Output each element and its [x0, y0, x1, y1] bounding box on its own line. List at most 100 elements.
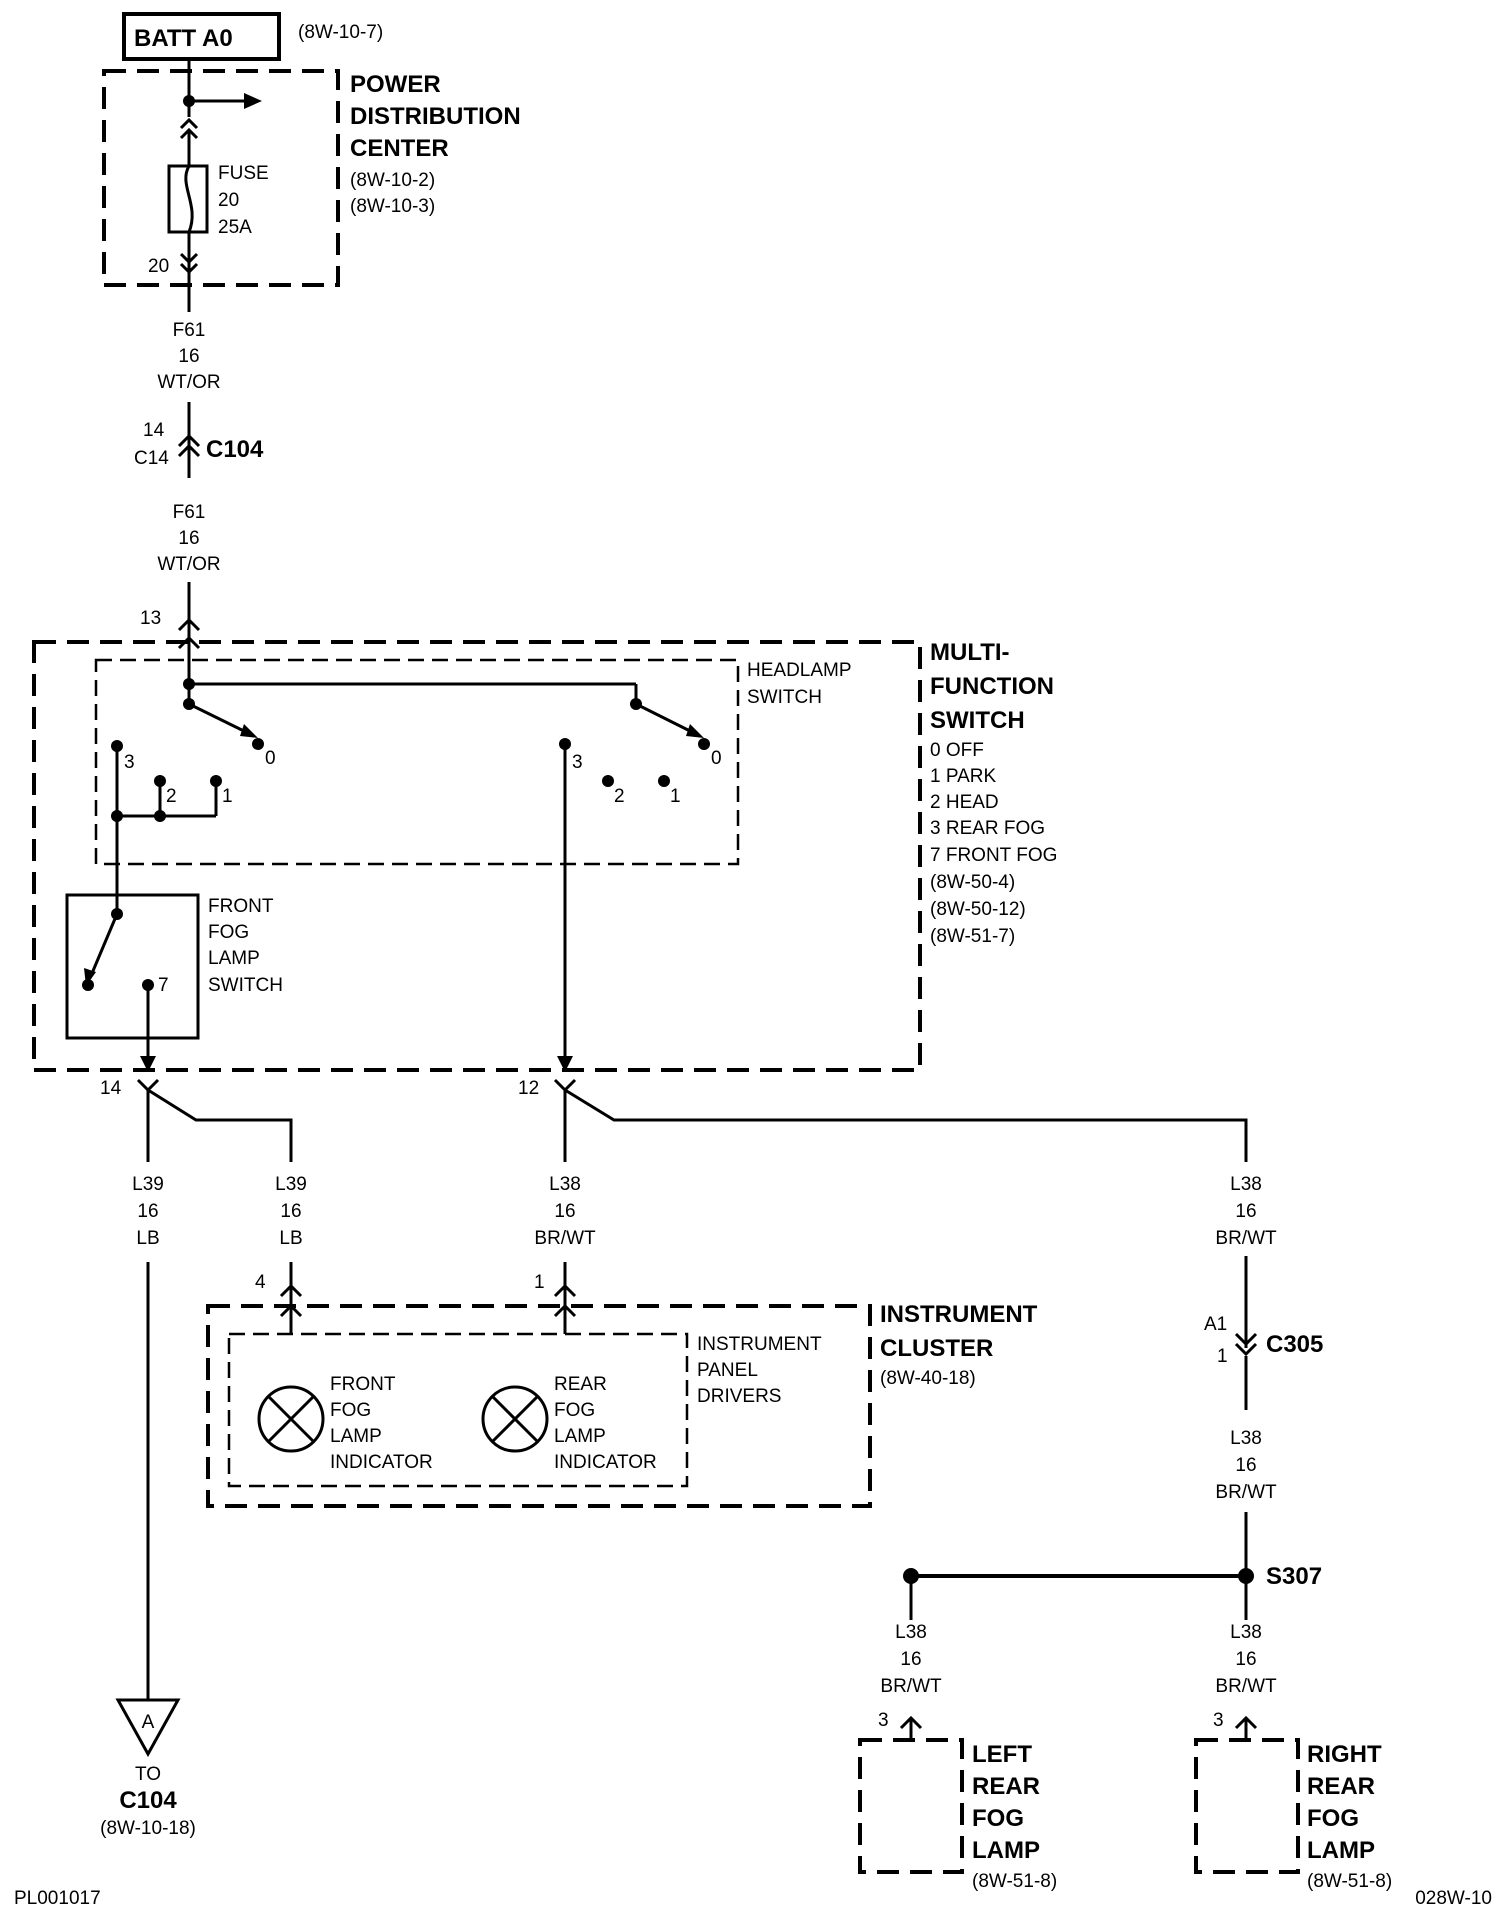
- drivers-label-3: DRIVERS: [697, 1386, 781, 1407]
- hl-pos-0-right: 0: [711, 748, 722, 769]
- right-lamp-box: [1194, 1738, 1300, 1874]
- mfs-box: [32, 640, 922, 1072]
- ffs-label-2: FOG: [208, 922, 249, 943]
- hl-pos-2-left: 2: [166, 786, 177, 807]
- hl-pos-3-left: 3: [124, 752, 135, 773]
- right-lamp-pin: 3: [1213, 1710, 1224, 1731]
- mfs-legend-3: 3 REAR FOG: [930, 818, 1045, 839]
- drivers-label-1: INSTRUMENT: [697, 1334, 822, 1355]
- left-lamp-title-2: REAR: [972, 1773, 1040, 1800]
- wire-f61-lower-label: F61 16 WT/OR: [157, 502, 220, 575]
- mfs-legend-1: 1 PARK: [930, 766, 997, 787]
- fuse-symbol: [167, 164, 209, 234]
- front-fog-switch-contacts: [82, 908, 156, 1072]
- left-lamp-ref: (8W-51-8): [972, 1871, 1057, 1892]
- headlamp-switch-label-2: SWITCH: [747, 687, 822, 708]
- mfs-legend-4: 7 FRONT FOG: [930, 845, 1057, 866]
- batt-box: [122, 12, 281, 61]
- svg-text:16: 16: [1235, 1649, 1256, 1670]
- rear-indicator-1: REAR: [554, 1374, 607, 1395]
- wire-l39-a-label: L39 16 LB: [132, 1174, 164, 1249]
- c305-name: C305: [1266, 1331, 1323, 1358]
- front-indicator-1: FRONT: [330, 1374, 396, 1395]
- pdc-ref-1: (8W-10-2): [350, 170, 435, 191]
- svg-text:16: 16: [1235, 1201, 1256, 1222]
- wire-l38-right-label: L38 16 BR/WT: [1215, 1622, 1277, 1697]
- mfs-legend-0: 0 OFF: [930, 740, 984, 761]
- rear-fog-indicator-lamp: [481, 1385, 549, 1453]
- front-indicator-3: LAMP: [330, 1426, 382, 1447]
- c104-connector: [177, 433, 201, 458]
- svg-text:LB: LB: [279, 1228, 302, 1249]
- fuse-number: 20: [218, 190, 239, 211]
- mfs-legend-6: (8W-50-12): [930, 899, 1026, 920]
- cluster-pin-right: 1: [534, 1272, 545, 1293]
- cluster-title-2: CLUSTER: [880, 1335, 993, 1362]
- svg-text:LB: LB: [136, 1228, 159, 1249]
- pdc-pin: 20: [148, 256, 169, 277]
- c305-pin-top: A1: [1204, 1314, 1227, 1335]
- offpage-triangle: [115, 1698, 181, 1758]
- ffs-label-1: FRONT: [208, 896, 274, 917]
- offpage-connector: C104: [119, 1787, 177, 1814]
- wire-f61-upper-label: F61 16 WT/OR: [157, 320, 220, 393]
- mfs-in-connector: [177, 617, 201, 632]
- svg-text:L38: L38: [1230, 1622, 1262, 1643]
- c104-name: C104: [206, 436, 264, 463]
- left-lamp-title-1: LEFT: [972, 1741, 1032, 1768]
- svg-text:16: 16: [1235, 1455, 1256, 1476]
- lower-wiring: [146, 1256, 1248, 1700]
- svg-text:16: 16: [280, 1201, 301, 1222]
- hl-pos-1-left: 1: [222, 786, 233, 807]
- left-lamp-connector: [899, 1715, 923, 1740]
- mfs-pin-out-right: 12: [518, 1078, 539, 1099]
- pdc-ref-2: (8W-10-3): [350, 196, 435, 217]
- offpage-letter: A: [142, 1712, 155, 1733]
- hl-pos-2-right: 2: [614, 786, 625, 807]
- headlamp-switch-label-1: HEADLAMP: [747, 660, 852, 681]
- ffs-pos-7: 7: [158, 975, 169, 996]
- left-lamp-title-4: LAMP: [972, 1837, 1040, 1864]
- cluster-title-1: INSTRUMENT: [880, 1301, 1038, 1328]
- right-lamp-title-3: FOG: [1307, 1805, 1359, 1832]
- left-lamp-title-3: FOG: [972, 1805, 1024, 1832]
- pdc-title-2: DISTRIBUTION: [350, 103, 521, 130]
- ffs-label-4: SWITCH: [208, 975, 283, 996]
- svg-text:16: 16: [178, 346, 199, 367]
- offpage-ref: (8W-10-18): [100, 1818, 196, 1839]
- svg-text:BR/WT: BR/WT: [1215, 1482, 1277, 1503]
- rear-indicator-3: LAMP: [554, 1426, 606, 1447]
- headlamp-switch-contacts: [111, 678, 710, 1072]
- svg-text:WT/OR: WT/OR: [157, 372, 220, 393]
- mfs-legend-7: (8W-51-7): [930, 926, 1015, 947]
- panel-drivers-box: [227, 1332, 689, 1488]
- front-indicator-2: FOG: [330, 1400, 371, 1421]
- batt-ref: (8W-10-7): [298, 22, 383, 43]
- svg-text:L38: L38: [1230, 1428, 1262, 1449]
- s307-label: S307: [1266, 1563, 1322, 1590]
- c104-pin-top: 14: [143, 420, 165, 441]
- svg-text:BR/WT: BR/WT: [534, 1228, 596, 1249]
- right-lamp-title-1: RIGHT: [1307, 1741, 1382, 1768]
- mfs-in-connector-2: [177, 635, 201, 650]
- mfs-pin-in: 13: [140, 608, 161, 629]
- svg-text:F61: F61: [173, 320, 206, 341]
- svg-text:L38: L38: [549, 1174, 581, 1195]
- svg-text:16: 16: [554, 1201, 575, 1222]
- pdc-wiring: [167, 59, 262, 312]
- hl-pos-1-right: 1: [670, 786, 681, 807]
- mfs-legend-2: 2 HEAD: [930, 792, 999, 813]
- wire-l38-c-label: L38 16 BR/WT: [1215, 1428, 1277, 1503]
- right-lamp-title-2: REAR: [1307, 1773, 1375, 1800]
- mfs-title-1: MULTI-: [930, 639, 1010, 666]
- svg-text:BR/WT: BR/WT: [1215, 1676, 1277, 1697]
- hl-pos-0-left: 0: [265, 748, 276, 769]
- front-fog-indicator-lamp: [257, 1385, 325, 1453]
- rear-indicator-4: INDICATOR: [554, 1452, 657, 1473]
- front-indicator-4: INDICATOR: [330, 1452, 433, 1473]
- pdc-title-1: POWER: [350, 71, 441, 98]
- headlamp-switch-box: [94, 658, 740, 866]
- mfs-out-wiring: [136, 1078, 1248, 1162]
- svg-text:16: 16: [178, 528, 199, 549]
